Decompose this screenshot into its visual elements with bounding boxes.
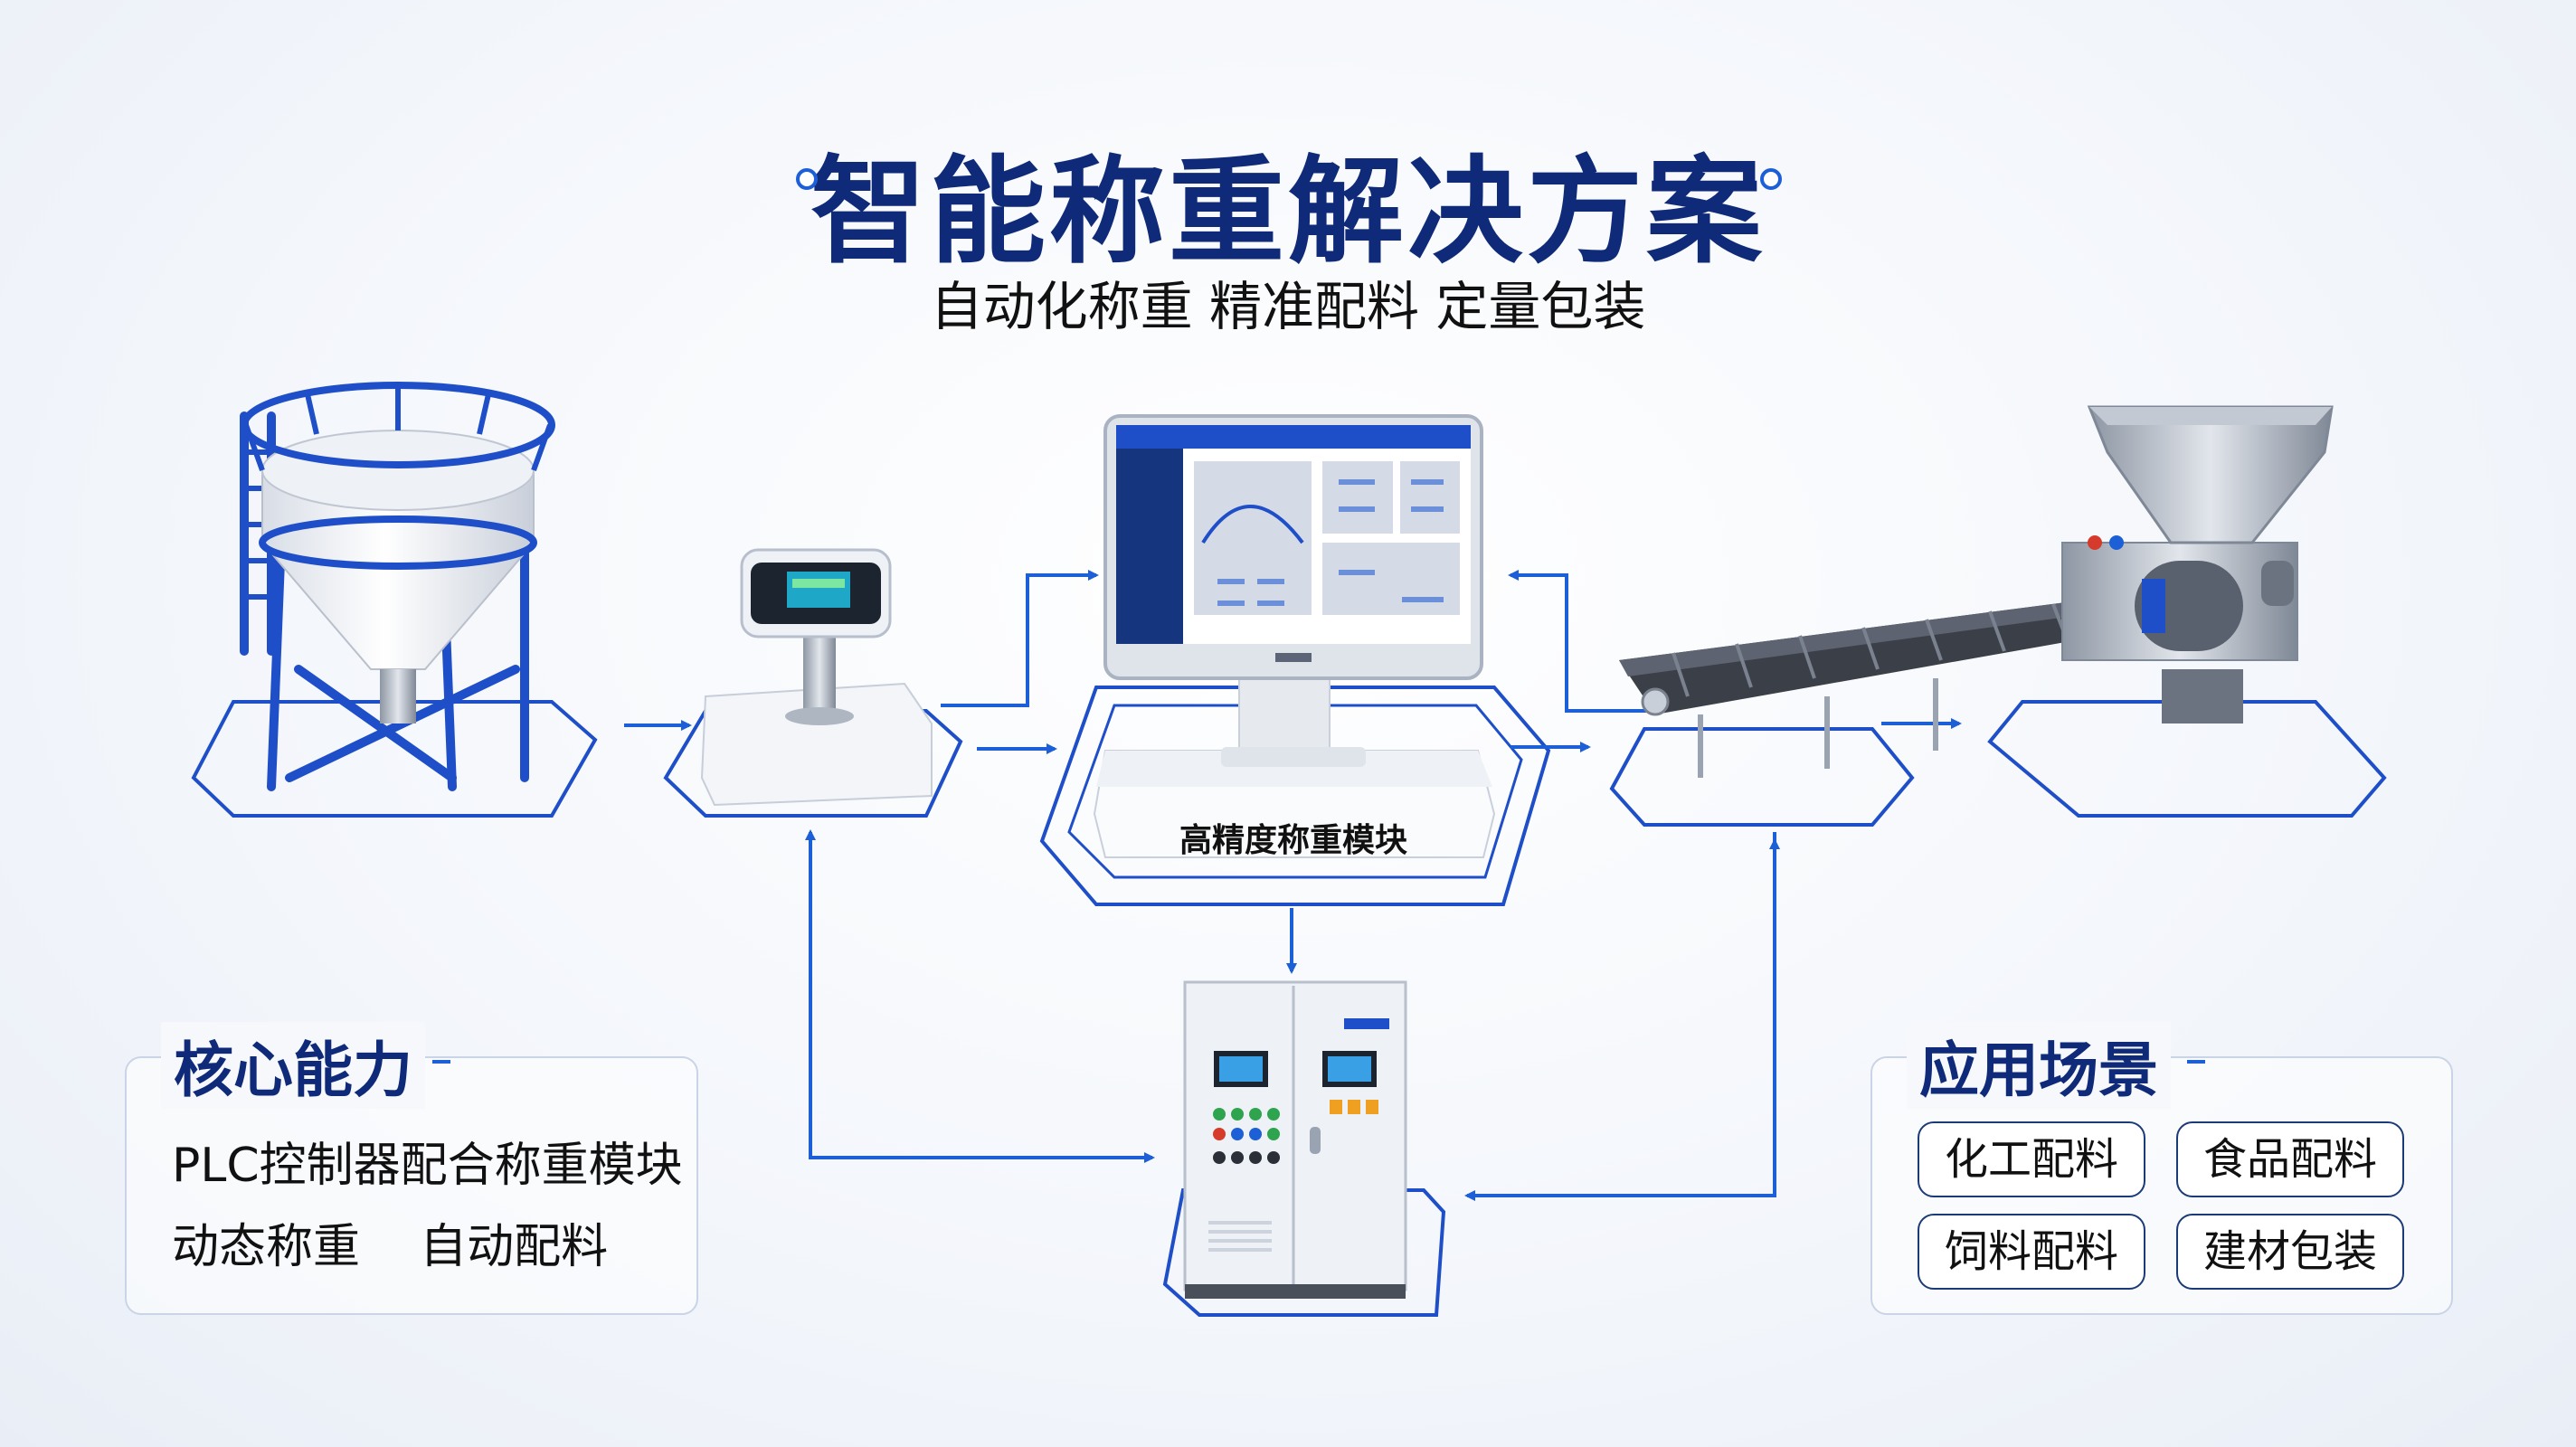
tag-building-material-packing: 建材包装 [2176, 1214, 2404, 1290]
silo-platform [191, 700, 598, 818]
core-capability-line-1: PLC控制器配合称重模块 [172, 1139, 683, 1193]
packer-platform [1987, 700, 2387, 818]
page-subtitle: 自动化称重 精准配料 定量包装 [930, 276, 1646, 337]
silo-tank [240, 382, 555, 791]
arrow-cabinet-to-indicator [805, 829, 1149, 1159]
application-title-dash [2187, 1060, 2205, 1064]
weighing-module-label: 高精度称重模块 [1179, 822, 1407, 859]
conveyor-belt [1619, 597, 2117, 778]
arrow-conveyor-to-cabinet [1464, 832, 1776, 1201]
indicator-platform [663, 709, 963, 818]
weighing-indicator [700, 548, 933, 807]
core-capability-line-2: 动态称重 自动配料 [172, 1220, 609, 1274]
tag-feed-batching: 饲料配料 [1918, 1214, 2145, 1290]
flow-arrows [624, 570, 1962, 1201]
cabinet-platform [1162, 1188, 1446, 1317]
title-decoration-left [416, 168, 818, 190]
tag-food-batching: 食品配料 [2176, 1121, 2404, 1197]
arrow-indicator-up-to-monitor [941, 570, 1099, 707]
weighing-module [1093, 414, 1496, 858]
tag-chemical-batching: 化工配料 [1918, 1121, 2145, 1197]
packing-machine [2061, 405, 2334, 778]
module-platform-inner [1067, 704, 1523, 879]
core-capability-title: 核心能力 [161, 1022, 425, 1109]
arrow-conveyor-to-monitor [1508, 570, 1664, 713]
title-decoration-right [1760, 168, 2171, 190]
control-cabinet [1183, 980, 1407, 1299]
page-title: 智能称重解决方案 [810, 145, 1766, 279]
module-platform-outer [1039, 686, 1551, 906]
core-title-dash [432, 1060, 450, 1064]
conveyor-platform [1609, 727, 1915, 827]
platforms [191, 686, 2387, 1317]
application-title: 应用场景 [1907, 1022, 2171, 1109]
